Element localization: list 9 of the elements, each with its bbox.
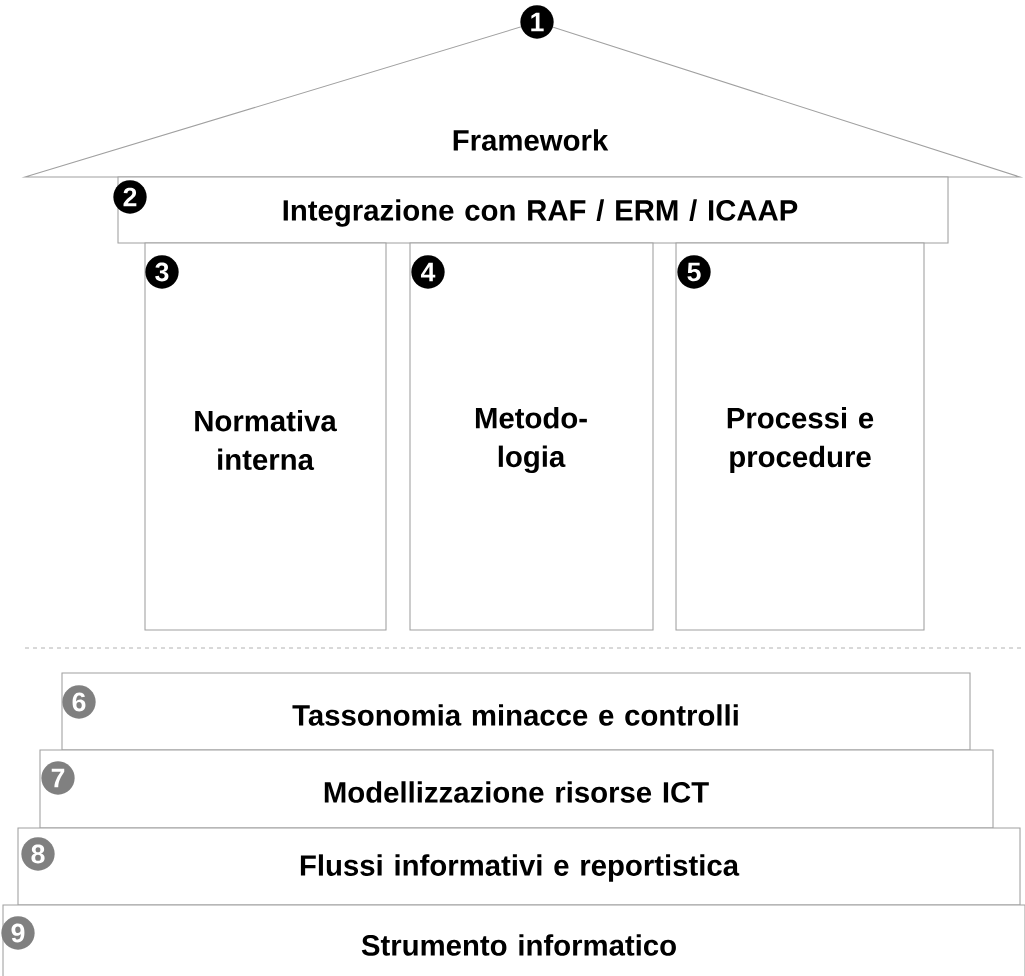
callout-number: 2 (113, 180, 147, 214)
callout-number: 1 (520, 5, 554, 39)
callout-number: 9 (1, 916, 35, 950)
callout-number: 5 (677, 255, 711, 289)
callout-number: 3 (145, 255, 179, 289)
callout-number: 8 (21, 837, 55, 871)
callout-number: 4 (411, 255, 445, 289)
callout-number: 6 (62, 685, 96, 719)
callout-number: 7 (41, 761, 75, 795)
